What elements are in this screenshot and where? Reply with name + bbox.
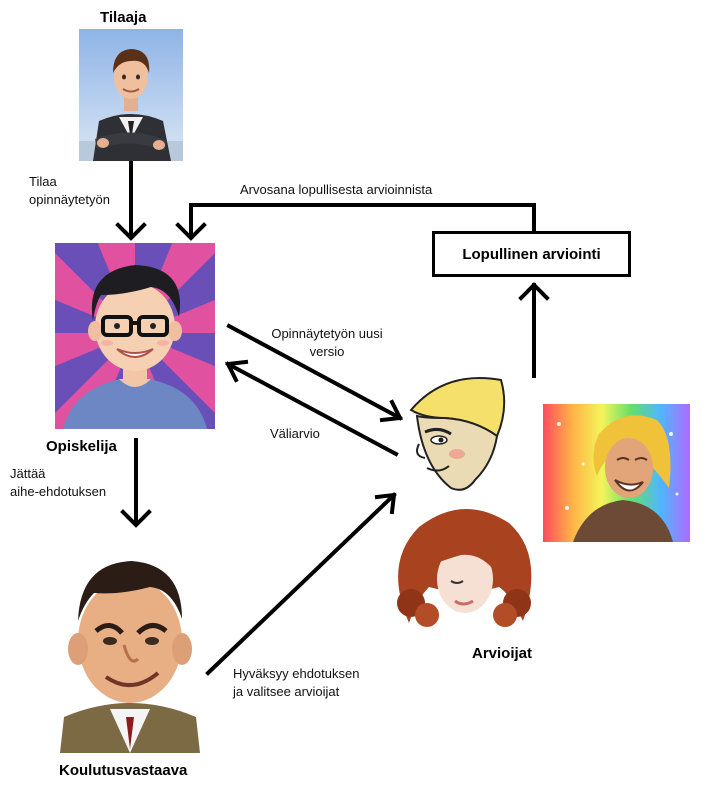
edge-label-new-version: Opinnäytetyön uusi versio xyxy=(271,326,383,359)
order-arrow xyxy=(115,161,147,241)
submit-topic-arrow xyxy=(120,438,152,528)
new-version-arrow xyxy=(226,323,404,423)
review-to-final-arrow xyxy=(518,282,550,378)
sunburst-ray xyxy=(135,333,215,367)
approve-arrow xyxy=(205,492,397,676)
red-haired-woman-reviewer-icon xyxy=(397,508,532,627)
interim-arrow xyxy=(224,359,399,457)
label-arvioijat: Arvioijat xyxy=(472,645,533,662)
edge-label-order: Tilaa opinnäytetyön xyxy=(29,174,110,207)
businessman-portrait-icon xyxy=(79,29,183,161)
final-assessment-label: Lopullinen arviointi xyxy=(462,245,601,263)
edge-label-approve: Hyväksyy ehdotuksen ja valitsee arvioija… xyxy=(233,666,360,699)
edge-label-interim: Väliarvio xyxy=(270,426,320,441)
rainbow-hero-reviewer-icon xyxy=(543,404,690,542)
student-portrait-icon xyxy=(55,243,215,429)
grade-arrow xyxy=(175,203,536,241)
final-assessment-box: Lopullinen arviointi xyxy=(432,231,631,277)
sunburst-ray xyxy=(135,243,173,333)
coordinator-caricature-icon xyxy=(60,561,200,753)
blond-man-reviewer-icon xyxy=(409,377,506,491)
label-opiskelija: Opiskelija xyxy=(46,438,117,455)
label-tilaaja: Tilaaja xyxy=(100,9,147,26)
edge-label-grade: Arvosana lopullisesta arvioinnista xyxy=(240,182,433,197)
label-koulutusvastaava: Koulutusvastaava xyxy=(59,762,188,779)
edge-label-submit-topic: Jättää aihe-ehdotuksen xyxy=(10,466,107,499)
